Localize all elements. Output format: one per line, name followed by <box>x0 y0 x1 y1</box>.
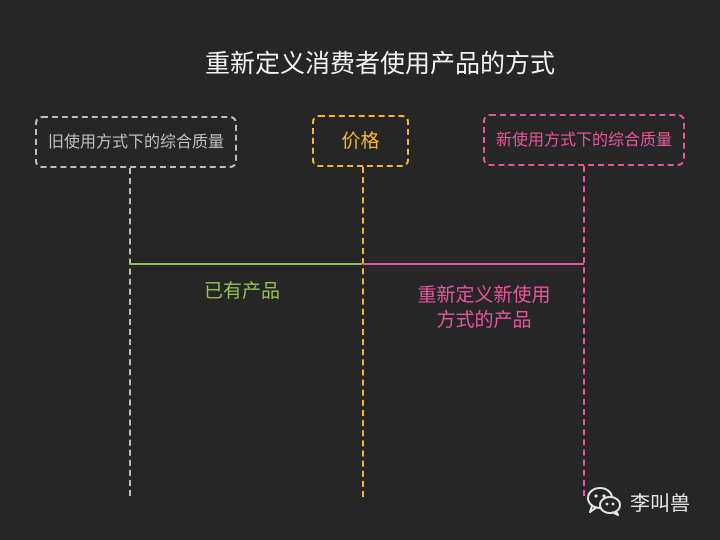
old-quality-line <box>129 168 131 496</box>
old-quality-label: 旧使用方式下的综合质量 <box>47 132 224 151</box>
price-line <box>362 167 364 497</box>
diagram-title: 重新定义消费者使用产品的方式 <box>204 49 555 78</box>
price-box: 价格 <box>312 115 409 167</box>
price-label: 价格 <box>341 130 380 152</box>
old-quality-box: 旧使用方式下的综合质量 <box>35 116 237 168</box>
existing-products-span <box>129 263 362 265</box>
redefined-products-span <box>363 263 584 265</box>
new-quality-line <box>583 166 585 496</box>
author-name: 李叫兽 <box>630 490 690 515</box>
wechat-icon <box>587 487 621 516</box>
new-quality-box: 新使用方式下的综合质量 <box>483 114 685 166</box>
existing-products-label: 已有产品 <box>203 280 280 302</box>
author-watermark: 李叫兽 <box>586 486 690 516</box>
new-quality-label: 新使用方式下的综合质量 <box>495 130 672 149</box>
redefined-products-label: 重新定义新使用方式的产品 <box>417 284 551 331</box>
